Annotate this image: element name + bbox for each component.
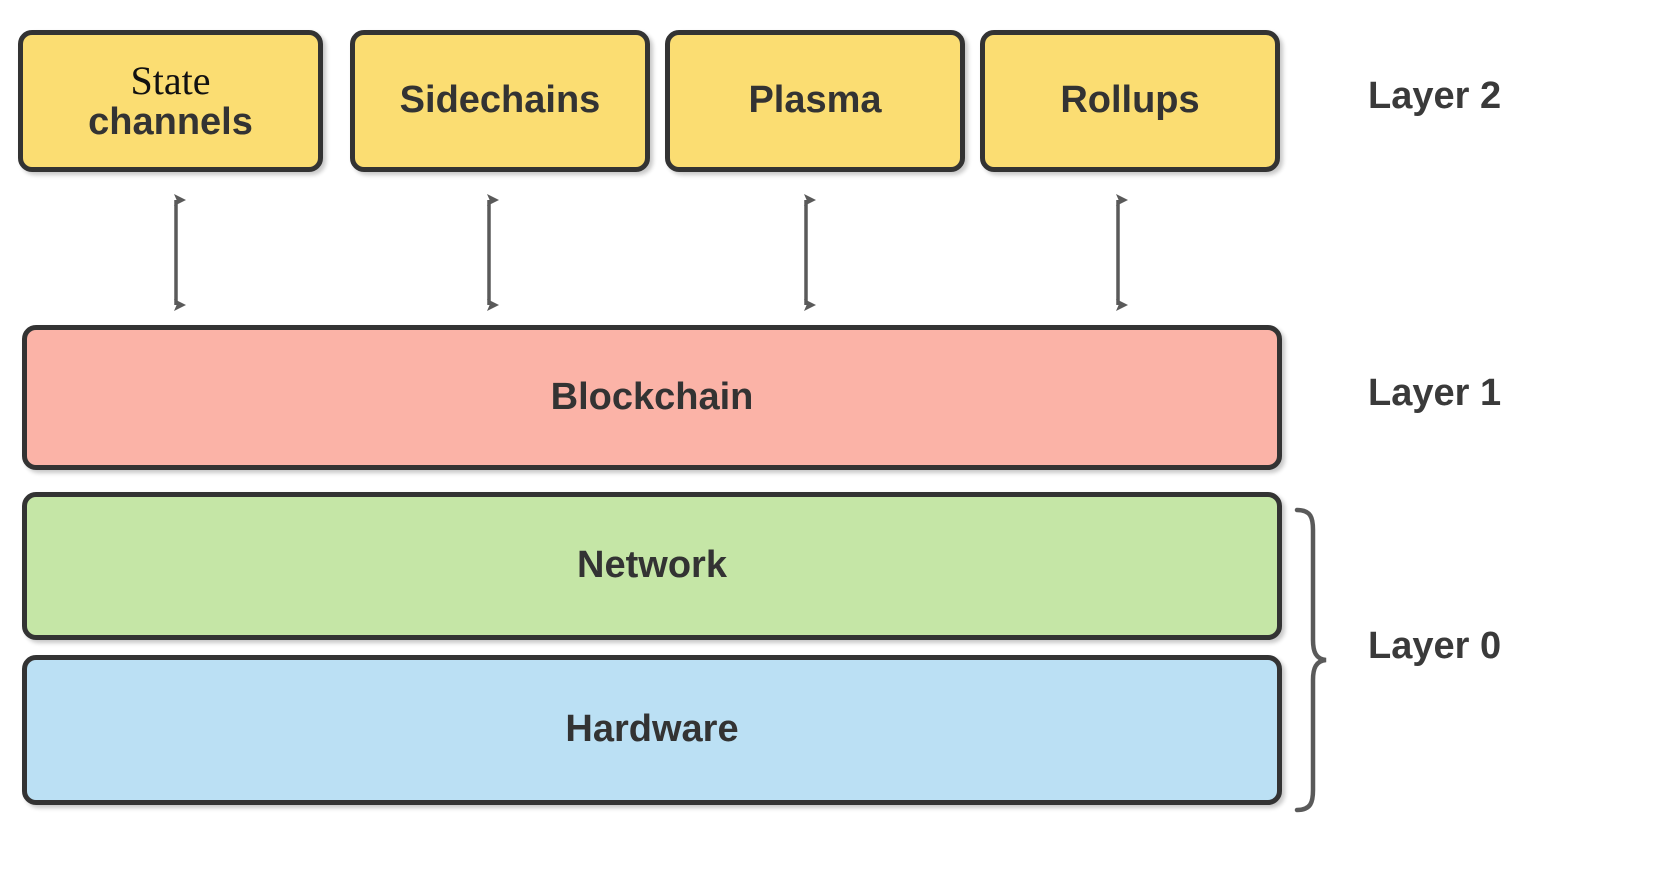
node-plasma[interactable]: Plasma (665, 30, 965, 172)
node-rollups[interactable]: Rollups (980, 30, 1280, 172)
label-layer-1: Layer 1 (1368, 372, 1502, 414)
node-hardware[interactable]: Hardware (22, 655, 1282, 805)
node-network[interactable]: Network (22, 492, 1282, 640)
brace-layer-0 (1294, 507, 1327, 813)
node-rollups-label: Rollups (1060, 79, 1200, 122)
node-blockchain[interactable]: Blockchain (22, 325, 1282, 470)
node-state-channels-line2: channels (88, 101, 253, 144)
node-plasma-label: Plasma (748, 79, 882, 122)
label-layer-2: Layer 2 (1368, 75, 1502, 117)
node-sidechains[interactable]: Sidechains (350, 30, 650, 172)
label-layer-0: Layer 0 (1368, 625, 1502, 667)
node-sidechains-label: Sidechains (399, 79, 601, 122)
node-state-channels-line1: State (130, 57, 211, 103)
node-network-label: Network (577, 544, 727, 587)
node-state-channels-label: State channels (88, 59, 253, 143)
node-hardware-label: Hardware (565, 708, 739, 751)
node-blockchain-label: Blockchain (550, 375, 754, 418)
node-state-channels[interactable]: State channels (18, 30, 323, 172)
